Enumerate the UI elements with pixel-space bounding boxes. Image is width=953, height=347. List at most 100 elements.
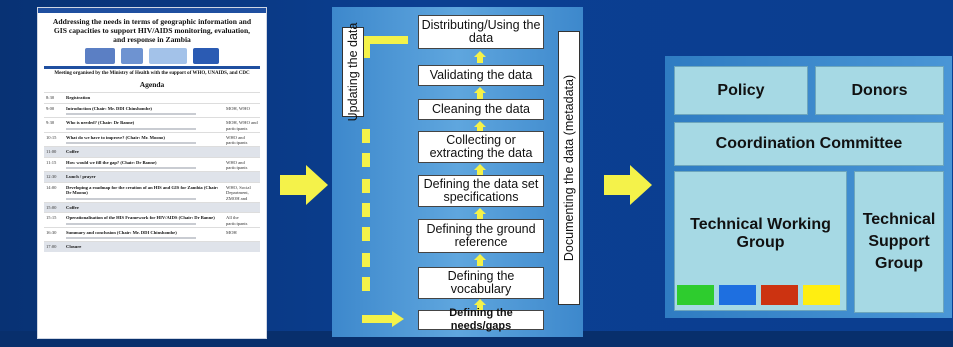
agenda-item: Introduction (Chair: Mr. DDI Chinshombe) <box>66 105 152 111</box>
technical-working-group-label: Technical Working Group <box>690 216 831 251</box>
agenda-row: 14:00 Developing a roadmap for the creati… <box>44 181 260 206</box>
agenda-row: 15:15 Operationalisation of the HIS Frame… <box>44 212 260 227</box>
step-validating: Validating the data <box>418 65 544 86</box>
step-ground-reference: Defining the ground reference <box>418 219 544 253</box>
up-arrow-icon <box>474 254 486 266</box>
update-loop-line <box>362 36 370 58</box>
agenda-time: 16:30 <box>46 229 57 235</box>
color-swatch-blue <box>719 285 756 305</box>
agenda-time: 15:15 <box>46 215 57 220</box>
agenda-detail-lines <box>66 142 196 144</box>
color-swatch-yellow <box>803 285 840 305</box>
agenda-detail-lines <box>66 197 196 200</box>
agenda-document: Addressing the needs in terms of geograp… <box>37 7 267 339</box>
agenda-time: 11:15 <box>46 159 57 165</box>
process-panel: Updating the data Documenting the data (… <box>332 7 583 337</box>
agenda-item: Operationalisation of the HIS Framework … <box>66 215 215 220</box>
update-loop-dash <box>362 227 370 241</box>
unaids-logo-icon <box>149 48 187 64</box>
up-arrow-icon <box>474 208 486 220</box>
doc-logo-strip <box>38 48 266 64</box>
agenda-time: 12:30 <box>46 174 57 179</box>
agenda-row: 10:15 What do we have to improve? (Chair:… <box>44 131 260 147</box>
update-loop-dash <box>362 153 370 167</box>
needs-entry-arrow <box>362 311 404 327</box>
agenda-time: 10:15 <box>46 134 57 140</box>
agenda-item: Summary and conclusion (Chair: Mr. DDI C… <box>66 229 177 235</box>
step-vocabulary: Defining the vocabulary <box>418 267 544 299</box>
agenda-row: 16:30 Summary and conclusion (Chair: Mr. … <box>44 226 260 242</box>
agenda-item: Coffee <box>66 149 79 154</box>
update-loop-bracket <box>362 36 408 44</box>
agenda-row: 12:30 Lunch / prayer <box>44 171 260 182</box>
agenda-detail-lines <box>66 113 196 115</box>
agenda-item: How would we fill the gap? (Chair: Dr Ba… <box>66 159 157 165</box>
agenda-item: Developing a roadmap for the creation of… <box>66 184 219 196</box>
doc-title: Addressing the needs in terms of geograp… <box>52 17 252 44</box>
step-cleaning: Cleaning the data <box>418 99 544 120</box>
agenda-table: 8:30 Registration 9:00 Introduction (Chair:… <box>38 92 266 252</box>
updating-data-label: Updating the data <box>342 23 364 121</box>
agenda-detail-lines <box>66 167 196 169</box>
agenda-presenter: MOH, WHO <box>226 105 250 111</box>
up-arrow-icon <box>474 51 486 63</box>
agenda-detail-lines <box>66 237 196 239</box>
agenda-item: Closure <box>66 244 82 249</box>
agenda-presenter: WHO and participants <box>226 159 248 171</box>
agenda-time: 17:00 <box>46 244 57 249</box>
doc-agenda-heading: Agenda <box>139 80 165 89</box>
documenting-data-label: Documenting the data (metadata) <box>558 31 580 305</box>
coordination-committee-box: Coordination Committee <box>674 122 944 166</box>
agenda-row: 8:30 Registration <box>44 92 260 103</box>
up-arrow-icon <box>474 299 486 311</box>
agenda-item: Lunch / prayer <box>66 174 96 179</box>
agenda-row: 9:30 Who is needed? (Chair: Dr Banne) MOH,… <box>44 117 260 132</box>
agenda-presenter: MOH, WHO and participants <box>226 120 258 131</box>
who-logo-icon <box>121 48 143 64</box>
agenda-presenter: MOH <box>226 229 237 235</box>
update-loop-dash <box>362 277 370 291</box>
agenda-item: Who is needed? (Chair: Dr Banne) <box>66 120 135 125</box>
agenda-item: Coffee <box>66 204 79 210</box>
step-distributing: Distributing/Using the data <box>418 15 544 49</box>
technical-support-group-label: Technical Support Group <box>862 211 936 272</box>
flow-arrow-right <box>604 165 652 205</box>
agenda-time: 9:00 <box>46 105 55 111</box>
donors-box: Donors <box>815 66 944 115</box>
step-collecting: Collecting or extracting the data <box>418 131 544 163</box>
up-arrow-icon <box>474 87 486 99</box>
agenda-presenter: All the participants <box>226 215 248 226</box>
agenda-presenter: WHO and participants <box>226 134 248 146</box>
cdc-logo-icon <box>193 48 219 64</box>
update-loop-dash <box>362 179 370 193</box>
agenda-detail-lines <box>66 127 196 130</box>
color-swatch-red <box>761 285 798 305</box>
logo-image <box>85 48 115 64</box>
update-loop-dash <box>362 129 370 143</box>
agenda-row: 9:00 Introduction (Chair: Mr. DDI Chinsho… <box>44 102 260 118</box>
agenda-item: Registration <box>66 95 91 100</box>
agenda-time: 8:30 <box>46 95 55 100</box>
doc-top-bar <box>38 8 266 13</box>
policy-box: Policy <box>674 66 808 115</box>
agenda-row: 15:00 Coffee <box>44 201 260 212</box>
agenda-time: 15:00 <box>46 204 57 210</box>
technical-support-group-box: Technical Support Group <box>854 171 944 313</box>
agenda-detail-lines <box>66 222 196 225</box>
update-loop-dash <box>362 253 370 267</box>
agenda-time: 14:00 <box>46 184 57 190</box>
organization-panel: Policy Donors Coordination Committee Tec… <box>665 56 952 318</box>
agenda-item: What do we have to improve? (Chair: Mr. … <box>66 134 165 140</box>
doc-meeting-line: Meeting organised by the Ministry of Hea… <box>54 71 250 76</box>
up-arrow-icon <box>474 164 486 176</box>
up-arrow-icon <box>474 121 486 133</box>
agenda-row: 11:00 Coffee <box>44 146 260 157</box>
update-loop-dash <box>362 203 370 217</box>
step-dataset-specs: Defining the data set specifications <box>418 175 544 207</box>
doc-divider <box>44 66 260 69</box>
agenda-time: 11:00 <box>46 149 57 154</box>
agenda-time: 9:30 <box>46 120 55 125</box>
agenda-row: 11:15 How would we fill the gap? (Chair: … <box>44 156 260 172</box>
agenda-row: 17:00 Closure <box>44 241 260 252</box>
color-swatch-green <box>677 285 714 305</box>
